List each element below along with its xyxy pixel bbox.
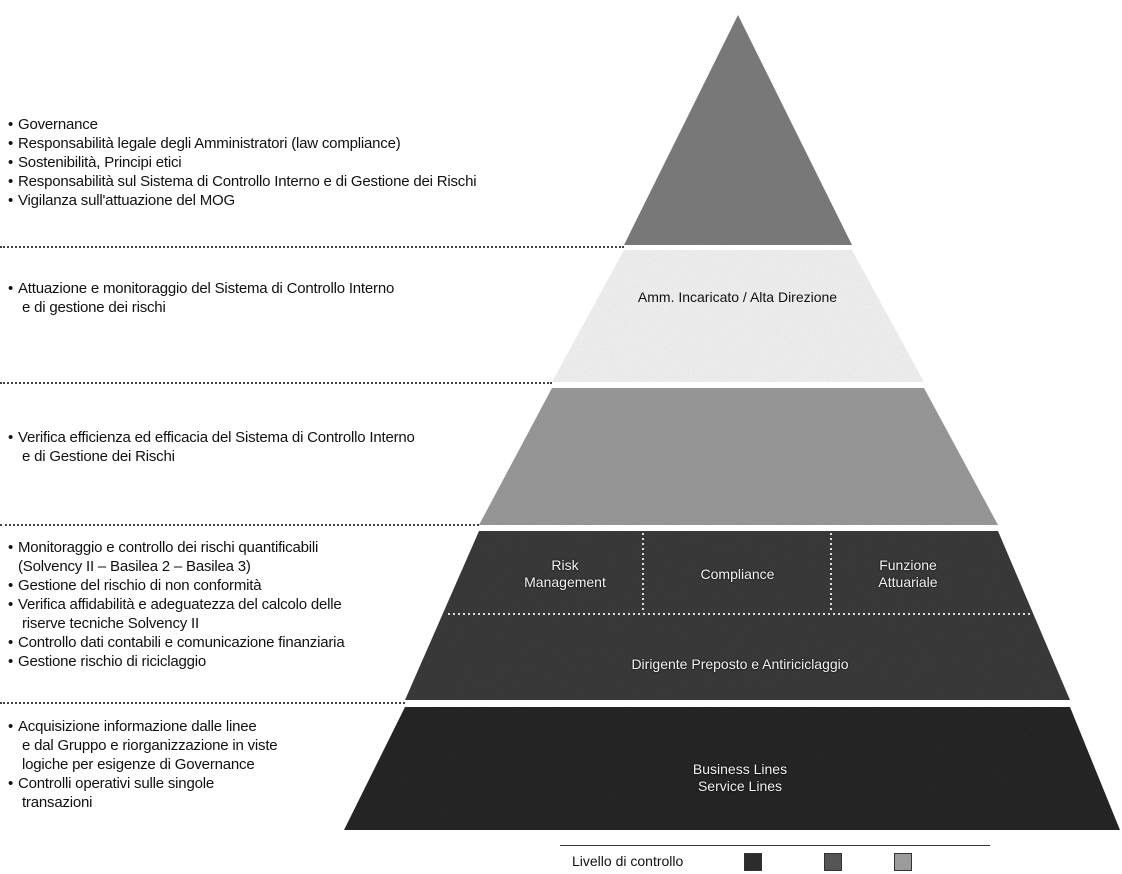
legend-swatch-first-level	[744, 853, 762, 871]
bullet-text: Vigilanza sull'attuazione del MOG	[18, 192, 235, 209]
bullet-text: Gestione del rischio di non conformità	[18, 577, 262, 594]
tier-2-label: Amm. Incaricato / Alta Direzione	[637, 289, 838, 305]
section-divider	[0, 382, 552, 384]
bullet-item: Attuazione e monitoraggio del Sistema di…	[8, 279, 394, 317]
pyramid-tier-business-lines	[344, 707, 1120, 830]
bullet-item: Monitoraggio e controllo dei rischi quan…	[8, 538, 344, 576]
bullet-text: Monitoraggio e controllo dei rischi quan…	[18, 539, 319, 575]
section-divider	[0, 246, 624, 248]
bullet-text: Sostenibilità, Principi etici	[18, 154, 182, 171]
bullet-text: Gestione rischio di riciclaggio	[18, 653, 207, 670]
bullet-item: Controlli operativi sulle singole transa…	[8, 774, 277, 812]
bullet-item: Vigilanza sull'attuazione del MOG	[8, 191, 476, 210]
pyramid-tier-governance	[624, 15, 852, 245]
legend-label: Livello di controllo	[572, 853, 684, 869]
bullet-item: Responsabilità legale degli Amministrato…	[8, 134, 476, 153]
bullet-text: Controllo dati contabili e comunicazione…	[18, 634, 345, 651]
pyramid-tier-second-level	[405, 531, 1070, 700]
bullet-text: Acquisizione informazione dalle linee e …	[18, 718, 278, 773]
legend-swatch-second-level	[824, 853, 842, 871]
section-governance-bullets: GovernanceResponsabilità legale degli Am…	[8, 115, 477, 210]
section-divider	[0, 524, 479, 526]
bullet-text: Responsabilità sul Sistema di Controllo …	[18, 173, 477, 190]
bullet-text: Verifica affidabilità e adeguatezza del …	[18, 596, 342, 632]
bullet-item: Gestione del rischio di non conformità	[8, 576, 344, 595]
bullet-text: Attuazione e monitoraggio del Sistema di…	[18, 280, 395, 316]
bullet-text: Governance	[18, 116, 98, 133]
section-verifica-bullets: Verifica efficienza ed efficacia del Sis…	[8, 428, 415, 466]
section-divider	[0, 702, 405, 704]
tier-4-compliance-label: Compliance	[700, 566, 775, 582]
bullet-item: Acquisizione informazione dalle linee e …	[8, 717, 278, 774]
bullet-text: Controlli operativi sulle singole transa…	[18, 775, 215, 811]
bullet-item: Responsabilità sul Sistema di Controllo …	[8, 172, 477, 191]
bullet-text: Verifica efficienza ed efficacia del Sis…	[18, 429, 415, 465]
tier-4-funzione-attuariale-label: Funzione Attuariale	[878, 557, 938, 590]
legend-swatch-third-level	[894, 853, 912, 871]
tier-4-risk-management-label: Risk Management	[524, 557, 606, 590]
tier-5-label: Business Lines Service Lines	[692, 761, 788, 794]
bullet-text: Responsabilità legale degli Amministrato…	[18, 135, 401, 152]
pyramid-tier-audit	[479, 388, 998, 525]
bullet-item: Gestione rischio di riciclaggio	[8, 652, 344, 671]
section-monitoraggio-bullets: Monitoraggio e controllo dei rischi quan…	[8, 538, 345, 671]
section-acquisizione-bullets: Acquisizione informazione dalle linee e …	[8, 717, 278, 812]
bullet-item: Sostenibilità, Principi etici	[8, 153, 476, 172]
bullet-item: Controllo dati contabili e comunicazione…	[8, 633, 345, 652]
bullet-item: Verifica efficienza ed efficacia del Sis…	[8, 428, 415, 466]
tier-4b-label: Dirigente Preposto e Antiriciclaggio	[631, 656, 849, 672]
pyramid-tier-alta-direzione	[552, 250, 924, 382]
bullet-item: Governance	[8, 115, 476, 134]
section-attuazione-bullets: Attuazione e monitoraggio del Sistema di…	[8, 279, 394, 317]
bullet-item: Verifica affidabilità e adeguatezza del …	[8, 595, 344, 633]
legend: Livello di controllo	[560, 845, 990, 871]
